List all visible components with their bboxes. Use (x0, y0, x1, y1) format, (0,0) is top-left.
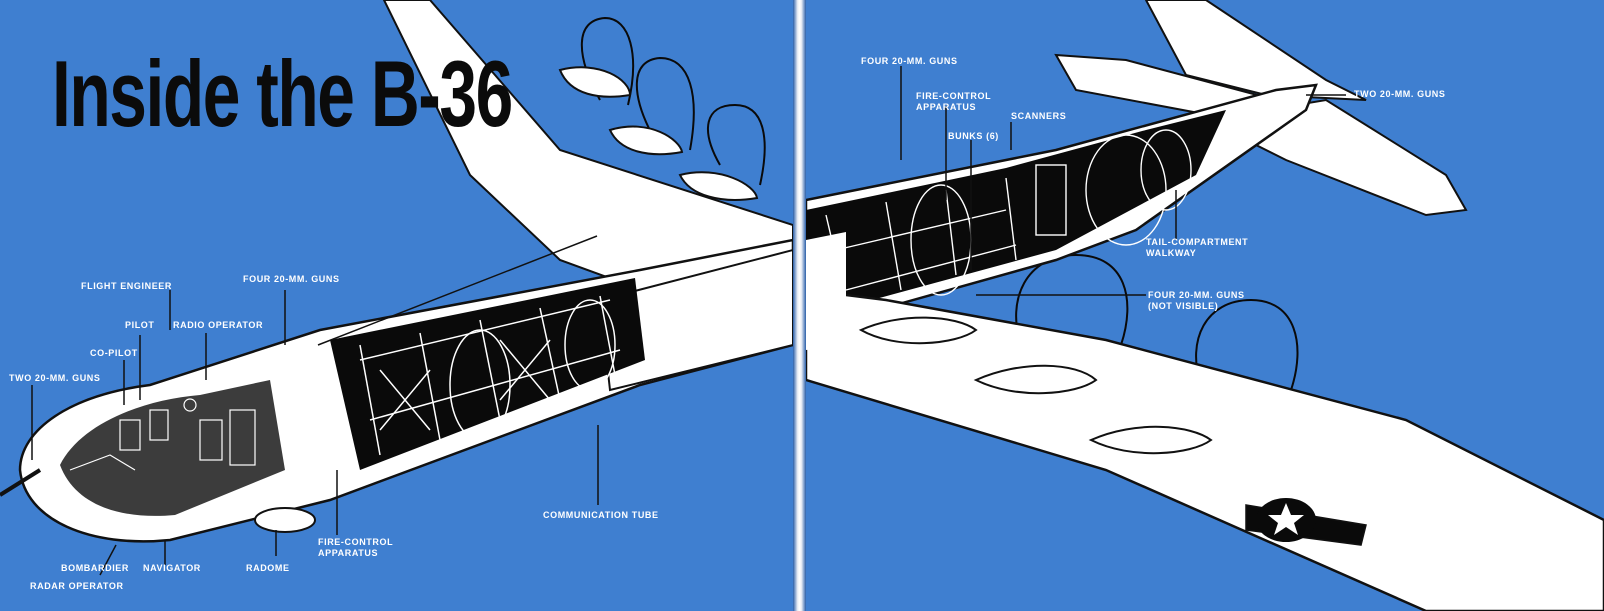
label-rear-four-20mm-guns: FOUR 20-MM. GUNS (861, 56, 958, 66)
label-radome: RADOME (246, 563, 290, 573)
label-flight-engineer: FLIGHT ENGINEER (81, 281, 173, 291)
rear-cutaway (806, 110, 1226, 318)
crew-compartment-cutaway (60, 380, 285, 516)
wing-nacelles (558, 66, 759, 201)
label-rear-fire-control-line1: FIRE-CONTROL (916, 91, 992, 101)
label-four-20mm-guns: FOUR 20-MM. GUNS (243, 274, 340, 284)
label-pilot: PILOT (125, 320, 155, 330)
star-insignia (1245, 498, 1367, 546)
crew-compartment-detail (69, 398, 256, 471)
label-guns-not-visible-line1: FOUR 20-MM. GUNS (1148, 290, 1245, 300)
label-navigator: NAVIGATOR (143, 563, 201, 573)
label-tail-walkway-line2: WALKWAY (1146, 248, 1197, 258)
label-rear-fire-control-line2: APPARATUS (916, 102, 977, 112)
left-aircraft-illustration (0, 0, 793, 576)
nose-gun (0, 468, 42, 497)
leader-lines (31, 235, 599, 576)
label-bomb-bay: BOMB BAY (572, 224, 625, 234)
label-fire-control-line2: APPARATUS (318, 548, 379, 558)
right-page: FOUR 20-MM. GUNS FIRE-CONTROL APPARATUS … (806, 0, 1604, 611)
label-fire-control-line1: FIRE-CONTROL (318, 537, 394, 547)
label-radio-operator: RADIO OPERATOR (173, 320, 264, 330)
label-scanners: SCANNERS (1011, 111, 1067, 121)
label-radar-operator: RADAR OPERATOR (30, 581, 124, 591)
label-communication-tube: COMMUNICATION TUBE (543, 510, 659, 520)
label-bombardier: BOMBARDIER (61, 563, 129, 573)
right-aircraft-illustration (806, 0, 1604, 611)
page-gutter (793, 0, 806, 611)
label-two-20mm-guns: TWO 20-MM. GUNS (9, 373, 101, 383)
label-bunks: BUNKS (6) (948, 131, 999, 141)
upper-wing (382, 0, 793, 347)
bomb-bay-structure (359, 295, 621, 456)
label-guns-not-visible-line2: (NOT VISIBLE) (1148, 301, 1219, 311)
radome-shape (254, 507, 316, 533)
fuselage-edge (806, 232, 846, 350)
bomb-bay-cutaway (330, 278, 645, 470)
page-title: Inside the B-36 (52, 41, 513, 146)
label-rear-two-20mm-guns: TWO 20-MM. GUNS (1354, 89, 1446, 99)
label-co-pilot: CO-PILOT (90, 348, 138, 358)
right-wing-nacelles (858, 316, 1213, 455)
propeller-arcs (580, 16, 766, 186)
left-page: Inside the B-36 BOMB BAY FOUR 20-MM. GUN… (0, 0, 793, 611)
label-tail-walkway-line1: TAIL-COMPARTMENT (1146, 237, 1249, 247)
right-leader-lines (900, 66, 1346, 296)
